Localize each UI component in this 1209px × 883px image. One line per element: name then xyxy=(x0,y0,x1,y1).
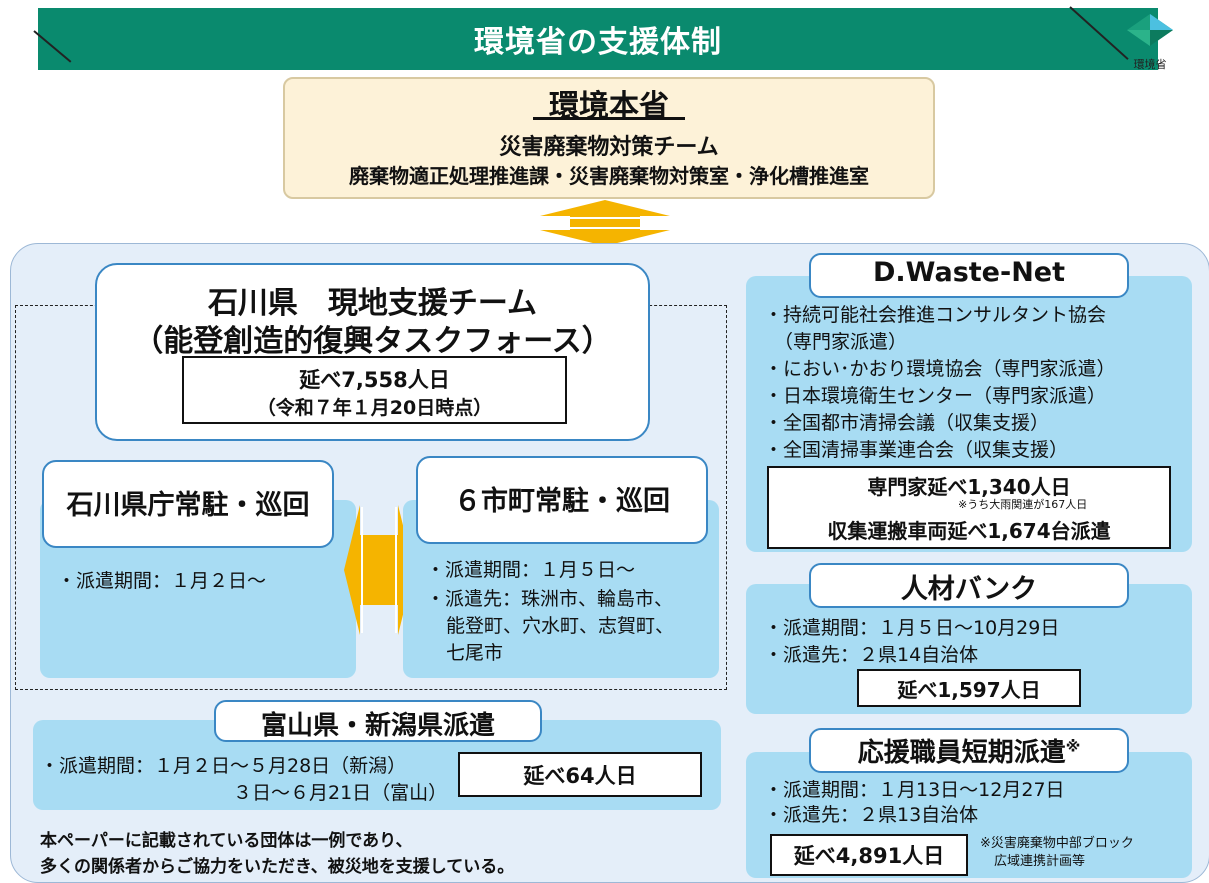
support-staff-title-text: 応援職員短期派遣 xyxy=(857,738,1066,768)
ishikawa-team-subtitle: （能登創造的復興タスクフォース） xyxy=(133,324,612,359)
support-staff-title-box xyxy=(809,728,1129,773)
logo-label: 環境省 xyxy=(1133,58,1167,71)
ministry-divisions: 廃棄物適正処理推進課・災害廃棄物対策室・浄化槽推進室 xyxy=(349,164,869,188)
ministry-box xyxy=(283,77,935,199)
toyama-niigata-total-box: 延べ64人日 xyxy=(458,752,702,797)
six-towns-dest-2: 能登町、穴水町、志賀町、 xyxy=(446,615,675,637)
dwaste-title: D.Waste-Net xyxy=(872,257,1066,288)
dwaste-experts-total: 専門家延べ1,340人日 xyxy=(867,475,1071,499)
six-towns-dest-1: ・派遣先：珠洲市、輪島市、 xyxy=(426,588,674,610)
dwaste-vehicles-total: 収集運搬車両延べ1,674台派遣 xyxy=(827,519,1111,543)
six-towns-period: ・派遣期間：１月５日～ xyxy=(426,559,636,581)
pref-office-title-box xyxy=(42,460,334,548)
support-staff-note-1: ※災害廃棄物中部ブロック xyxy=(980,836,1134,851)
dwaste-item-1-note: （専門家派遣） xyxy=(774,331,908,353)
toyama-niigata-title-box xyxy=(214,700,542,742)
six-towns-title-box xyxy=(416,456,708,544)
dwaste-item-2: ・におい･かおり環境協会（専門家派遣） xyxy=(764,358,1116,380)
dwaste-item-1: ・持続可能社会推進コンサルタント協会 xyxy=(764,304,1107,326)
horizontal-double-arrow-icon xyxy=(344,505,414,635)
ishikawa-total-date: （令和７年１月20日時点） xyxy=(256,397,493,419)
six-towns-title: ６市町常駐・巡回 xyxy=(454,486,670,517)
footnote-line-2: 多くの関係者からご協力をいただき、被災地を支援している。 xyxy=(40,857,515,877)
moe-logo-icon xyxy=(1127,14,1173,46)
dwaste-total-box xyxy=(767,466,1171,549)
jinzai-period: ・派遣期間：１月５日～10月29日 xyxy=(764,617,1060,639)
support-staff-period: ・派遣期間：１月13日～12月27日 xyxy=(764,779,1065,801)
ishikawa-total: 延べ7,558人日 xyxy=(299,368,450,392)
ishikawa-total-box xyxy=(182,356,567,424)
support-staff-note-2: 広域連携計画等 xyxy=(994,854,1086,869)
jinzai-total: 延べ1,597人日 xyxy=(897,677,1041,702)
support-staff-dest: ・派遣先：２県13自治体 xyxy=(764,804,979,826)
ishikawa-team-title: 石川県 現地支援チーム xyxy=(207,286,538,321)
ministry-team: 災害廃棄物対策チーム xyxy=(499,135,719,160)
dwaste-title-box xyxy=(809,253,1129,298)
six-towns-dest-3: 七尾市 xyxy=(446,642,504,664)
support-staff-title: 応援職員短期派遣※ xyxy=(809,732,1129,769)
header-band xyxy=(38,8,1158,70)
vertical-double-arrow-icon xyxy=(540,200,670,246)
dwaste-item-5: ・全国清掃事業連合会（収集支援） xyxy=(764,439,1069,461)
support-staff-title-mark: ※ xyxy=(1065,737,1081,756)
dwaste-experts-note: ※うち大雨関連が167人日 xyxy=(958,498,1088,511)
jinzai-dest: ・派遣先：２県14自治体 xyxy=(764,644,979,666)
pref-office-title: 石川県庁常駐・巡回 xyxy=(66,490,310,521)
jinzai-title: 人材バンク xyxy=(900,574,1038,605)
toyama-niigata-period-2: ３日～６月21日（富山） xyxy=(233,782,448,804)
dwaste-item-3: ・日本環境衛生センター（専門家派遣） xyxy=(764,385,1107,407)
jinzai-title-box xyxy=(809,563,1129,608)
footnote-line-1: 本ペーパーに記載されている団体は一例であり、 xyxy=(40,831,413,851)
toyama-niigata-total: 延べ64人日 xyxy=(523,763,637,788)
toyama-niigata-title: 富山県・新潟県派遣 xyxy=(260,711,495,741)
toyama-niigata-period-1: ・派遣期間：１月２日～５月28日（新潟） xyxy=(40,755,407,777)
dwaste-item-4: ・全国都市清掃会議（収集支援） xyxy=(764,412,1050,434)
ministry-title-underline xyxy=(533,117,685,120)
jinzai-total-box: 延べ1,597人日 xyxy=(857,669,1081,707)
pref-office-period: ・派遣期間：１月２日～ xyxy=(57,570,267,592)
page-title: 環境省の支援体制 xyxy=(474,25,722,60)
ministry-logo: 環境省 xyxy=(1118,12,1182,72)
support-staff-total-box: 延べ4,891人日 xyxy=(770,834,968,876)
support-staff-total: 延べ4,891人日 xyxy=(793,844,945,868)
